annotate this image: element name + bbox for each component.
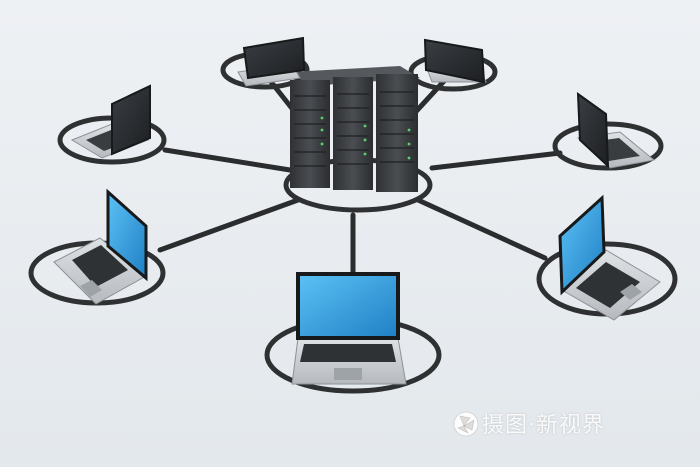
server-unit-2 (333, 77, 373, 190)
laptop-bottom-center (291, 272, 407, 385)
laptop-screen (296, 272, 400, 340)
laptop-trackpad (334, 368, 362, 380)
laptop-upper-right (576, 91, 656, 169)
laptop-mid-left (53, 188, 148, 305)
watermark-text: 摄图·新视界 (482, 413, 605, 438)
laptop-top-left (237, 36, 306, 87)
laptop-top-right (423, 38, 487, 84)
laptop-screen (576, 91, 610, 169)
laptop-trackpad (80, 280, 102, 297)
laptop-keyboard (576, 262, 640, 308)
server-leds (320, 116, 411, 160)
laptop-trackpad (620, 284, 642, 300)
link-upper-left (162, 147, 293, 173)
laptop-keyboard (300, 344, 396, 362)
laptop-screen (242, 36, 306, 80)
laptop-keyboard (72, 245, 128, 287)
server-unit-1 (290, 80, 330, 188)
ring-upper-right (552, 121, 664, 171)
laptop-screen (111, 84, 151, 156)
server-unit-3 (376, 74, 418, 192)
camera-aperture-icon (453, 411, 479, 437)
server-slots (294, 91, 414, 167)
link-mid-left (157, 197, 301, 253)
link-upper-right (429, 150, 563, 171)
laptop-screen (423, 38, 486, 84)
laptop-upper-left (70, 84, 151, 159)
link-mid-right (415, 197, 548, 261)
server-rack (290, 66, 420, 192)
laptop-mid-right (558, 194, 661, 321)
laptop-screen (558, 194, 606, 296)
laptop-screen (106, 188, 148, 282)
